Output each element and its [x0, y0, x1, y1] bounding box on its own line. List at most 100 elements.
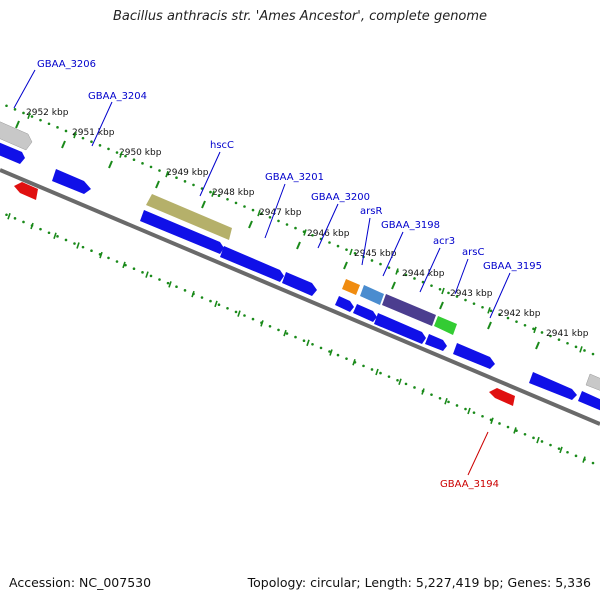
ruler-upper-dot — [294, 226, 297, 230]
ruler-upper-dot — [540, 331, 544, 334]
gene-reverse-left[interactable] — [14, 182, 38, 200]
ruler-upper-dot — [183, 180, 187, 183]
gene-label[interactable]: hscC — [210, 140, 234, 151]
gene-label[interactable]: GBAA_3206 — [37, 59, 96, 70]
ruler-lower-tick — [398, 378, 402, 386]
gene-left-edge[interactable] — [0, 141, 25, 164]
gene-orange[interactable] — [342, 279, 360, 295]
ruler-upper-dot — [132, 158, 136, 162]
ruler-upper-dot — [506, 316, 510, 320]
ruler-upper-dot — [158, 169, 161, 172]
ruler-upper-dot — [430, 284, 433, 287]
gene-small-5[interactable] — [425, 334, 447, 351]
ruler-lower-dot — [557, 447, 561, 450]
ruler-lower-dot — [387, 375, 391, 378]
ruler-lower-dot — [81, 245, 85, 249]
gene-arsC[interactable] — [434, 316, 457, 335]
leader-line — [467, 431, 489, 476]
ruler-major-tick — [439, 301, 444, 310]
ruler-lower-dot — [158, 278, 161, 281]
ruler-upper-tick — [119, 151, 123, 158]
gene-hscC[interactable] — [146, 194, 232, 240]
ruler-lower-dot — [56, 235, 59, 238]
gene-label[interactable]: GBAA_3204 — [88, 91, 147, 102]
ruler-major-tick — [155, 180, 160, 189]
leader-line — [454, 258, 469, 295]
leader-line — [13, 69, 36, 109]
ruler-upper-dot — [64, 129, 68, 133]
gene-large-3[interactable] — [374, 313, 426, 344]
ruler-lower-dot — [73, 242, 76, 245]
ruler-lower-dot — [47, 231, 51, 235]
gene-gray-left[interactable] — [0, 120, 33, 151]
ruler-major-tick — [61, 140, 66, 149]
ruler-lower-dot — [549, 443, 552, 447]
leader-line — [91, 101, 113, 147]
ruler-lower-dot — [22, 220, 25, 224]
gene-label[interactable]: GBAA_3194 — [440, 479, 499, 490]
ruler-lower-tick — [76, 242, 80, 249]
ruler-lower-dot — [217, 303, 221, 307]
feature-track-forward — [0, 120, 600, 412]
gene-label[interactable]: acr3 — [433, 236, 455, 247]
ruler-lower-dot — [472, 411, 476, 414]
gene-small-3[interactable] — [335, 296, 354, 312]
gene-label[interactable]: GBAA_3201 — [265, 172, 324, 183]
ruler-upper-dot — [98, 144, 102, 147]
leader-line — [264, 183, 286, 239]
ruler-lower-dot — [455, 404, 459, 407]
ruler-lower-dot — [115, 260, 119, 263]
gene-label[interactable]: GBAA_3198 — [381, 220, 440, 231]
ruler-lower-tick — [237, 310, 241, 317]
ruler-upper-dot — [387, 266, 391, 269]
ruler-upper-dot — [243, 205, 246, 208]
gene-label[interactable]: arsR — [360, 206, 382, 217]
ruler-lower-tick — [260, 320, 264, 327]
gene-arsR[interactable] — [360, 285, 384, 305]
ruler-upper-dot — [217, 194, 221, 198]
ruler-upper-tick — [395, 268, 399, 275]
ruler-upper-dot — [39, 118, 42, 122]
gene-small-2[interactable] — [282, 272, 317, 296]
gene-GBAA-3194[interactable] — [489, 388, 515, 406]
ruler-lower-tick — [536, 436, 540, 444]
gene-large-4[interactable] — [529, 372, 577, 400]
gene-small-1[interactable] — [52, 169, 91, 194]
gene-acr3[interactable] — [382, 294, 436, 326]
ruler-lower-dot — [447, 400, 450, 404]
ruler-upper-dot — [455, 295, 459, 298]
gene-label[interactable]: arsC — [462, 247, 484, 258]
ruler-upper-dot — [438, 287, 442, 291]
feature-track-reverse — [14, 182, 515, 406]
leader-line — [419, 247, 441, 293]
ruler-upper-dot — [404, 273, 408, 277]
ruler-upper-tick — [27, 112, 31, 119]
ruler-lower-dot — [336, 353, 340, 357]
ruler-lower-tick — [191, 290, 195, 298]
ruler-upper-dot — [447, 291, 450, 295]
ruler-lower-tick — [214, 300, 218, 308]
ruler-lower-dot — [5, 213, 8, 217]
ruler-lower-dot — [430, 393, 433, 396]
ruler-lower-dot — [294, 335, 297, 339]
ruler-lower-tick — [53, 232, 57, 239]
gene-large-1[interactable] — [140, 210, 224, 254]
gene-small-6[interactable] — [453, 343, 495, 369]
ruler-lower-tick — [30, 222, 34, 230]
ruler-upper-dot — [532, 327, 535, 331]
gene-right-edge[interactable] — [578, 391, 600, 412]
ruler-upper-dot — [591, 352, 595, 356]
gene-large-2[interactable] — [220, 246, 284, 282]
gene-gray-right[interactable] — [585, 373, 600, 392]
gene-label[interactable]: GBAA_3195 — [483, 261, 542, 272]
ruler-lower-dot — [64, 238, 68, 242]
summary-text: Topology: circular; Length: 5,227,419 bp… — [247, 575, 591, 590]
ruler-upper-dot — [30, 115, 34, 118]
ruler-lower-tick — [490, 417, 494, 424]
ruler-lower-tick — [444, 397, 448, 405]
ruler-lower-tick — [306, 339, 310, 347]
gene-label[interactable]: GBAA_3200 — [311, 192, 370, 203]
gene-small-4[interactable] — [353, 304, 377, 322]
ruler-upper-dot — [370, 259, 374, 262]
ruler-lower-dot — [413, 386, 416, 389]
